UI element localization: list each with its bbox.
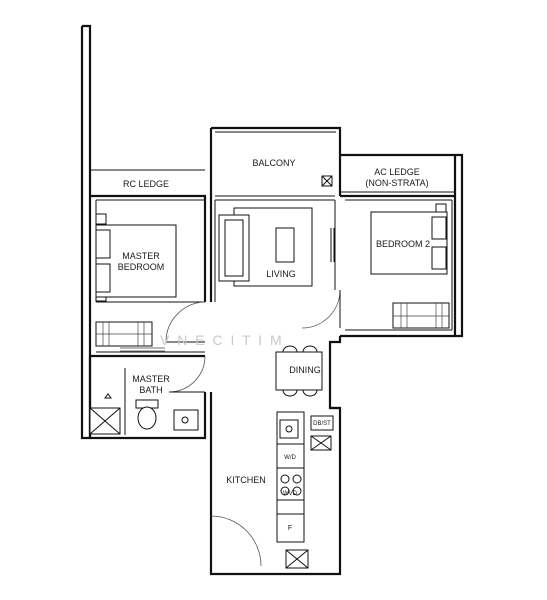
label-washer-dryer: W/D — [284, 455, 296, 461]
door-swings — [165, 289, 341, 567]
label-master-bedroom-1: MASTER — [122, 251, 160, 261]
watermark: V N E C I T I M — [160, 332, 284, 348]
ac-unit-icon — [321, 175, 333, 187]
master-wardrobe — [95, 321, 165, 352]
kitchen-shaft-icons — [285, 415, 334, 569]
master-bed — [95, 213, 177, 302]
label-rc-ledge: RC LEDGE — [123, 179, 169, 189]
bath-fixtures — [89, 368, 199, 435]
label-kitchen: KITCHEN — [226, 475, 266, 485]
label-master-bath-1: MASTER — [132, 374, 170, 384]
label-living: LIVING — [266, 269, 296, 279]
bedroom2-bed — [370, 203, 448, 275]
dining-table — [275, 345, 323, 397]
living-furniture — [218, 207, 335, 287]
label-master-bedroom-2: BEDROOM — [118, 262, 165, 272]
label-bedroom2: BEDROOM 2 — [376, 239, 430, 249]
label-balcony: BALCONY — [252, 158, 295, 168]
outer-walls — [80, 24, 464, 576]
label-fridge: F — [288, 525, 292, 532]
label-dining: DINING — [289, 365, 321, 375]
kitchen-counter — [276, 411, 305, 543]
ledge-lines — [90, 131, 455, 353]
label-wvd: WVD — [283, 491, 298, 497]
bedroom2-wardrobe — [392, 302, 450, 329]
label-ac-ledge-non-strata: (NON-STRATA) — [365, 178, 428, 188]
label-ac-ledge: AC LEDGE — [374, 167, 420, 177]
label-master-bath-2: BATH — [139, 385, 162, 395]
label-db-st: DB/ST — [313, 421, 331, 427]
